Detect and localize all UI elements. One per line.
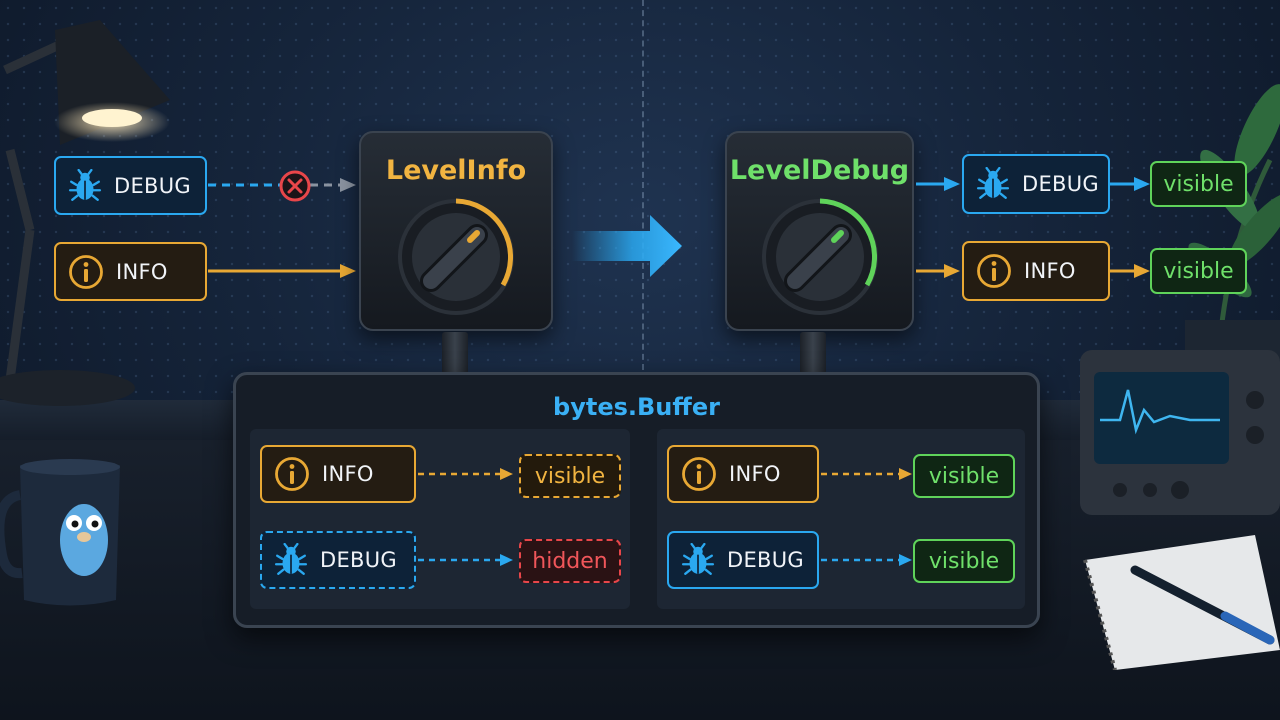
info-circle-icon — [976, 253, 1012, 289]
info-circle-icon — [681, 456, 717, 492]
desk-lamp-illustration — [0, 20, 170, 406]
buffer-right-info-connector — [821, 468, 912, 480]
bug-icon — [274, 543, 308, 577]
output-debug-label: DEBUG — [1022, 172, 1099, 196]
buffer-left-debug-chip: DEBUG — [260, 531, 416, 589]
big-right-arrow-icon — [572, 215, 682, 277]
bug-icon — [68, 169, 102, 203]
buffer-right-info-result: visible — [913, 454, 1015, 498]
leveldebug-title: LevelDebug — [729, 155, 910, 186]
buffer-right-info-label: INFO — [729, 462, 781, 486]
buffer-left-info-chip: INFO — [260, 445, 416, 503]
output-info-result: visible — [1150, 248, 1247, 294]
mug-illustration — [0, 459, 120, 606]
buffer-left-info-connector — [418, 468, 513, 480]
left-input-connectors — [208, 178, 356, 278]
background-pegboard — [0, 0, 1280, 440]
buffer-right-info-chip: INFO — [667, 445, 819, 503]
buffer-right-debug-label: DEBUG — [727, 548, 804, 572]
buffer-left-info-label: INFO — [322, 462, 374, 486]
input-info-label: INFO — [116, 259, 168, 284]
output-info-chip: INFO — [962, 241, 1110, 301]
buffer-left-debug-label: DEBUG — [320, 548, 397, 572]
x-circle-icon — [279, 170, 311, 202]
input-debug-label: DEBUG — [114, 173, 191, 198]
levelinfo-stem — [442, 332, 468, 374]
output-debug-result: visible — [1150, 161, 1247, 207]
levelinfo-knob[interactable] — [391, 195, 521, 320]
input-debug-chip: DEBUG — [54, 156, 207, 215]
output-info-label: INFO — [1024, 259, 1076, 283]
buffer-left-debug-connector — [418, 554, 513, 566]
bytes-buffer-title: bytes.Buffer — [553, 393, 720, 421]
buffer-right-debug-chip: DEBUG — [667, 531, 819, 589]
notebook-pen-illustration — [1083, 535, 1280, 670]
leveldebug-panel: LevelDebug — [725, 131, 914, 331]
bytes-buffer-panel: bytes.Buffer INFO visible DEBUG hidden — [233, 372, 1040, 628]
buffer-right-debug-connector — [821, 554, 912, 566]
buffer-left-debug-result: hidden — [519, 539, 621, 583]
buffer-right-debug-result: visible — [913, 539, 1015, 583]
buffer-left-info-result: visible — [519, 454, 621, 498]
buffer-left-section: INFO visible DEBUG hidden — [250, 429, 630, 609]
info-circle-icon — [68, 254, 104, 290]
buffer-right-section: INFO visible DEBUG visible — [657, 429, 1025, 609]
center-divider — [642, 0, 644, 370]
levelinfo-title: LevelInfo — [385, 155, 527, 186]
right-output-connectors — [916, 177, 1150, 278]
levelinfo-panel: LevelInfo — [359, 131, 553, 331]
leveldebug-knob[interactable] — [755, 195, 885, 320]
output-debug-chip: DEBUG — [962, 154, 1110, 214]
oscilloscope-illustration — [1080, 350, 1280, 515]
leveldebug-stem — [800, 332, 826, 374]
bug-icon — [976, 167, 1010, 201]
input-info-chip: INFO — [54, 242, 207, 301]
info-circle-icon — [274, 456, 310, 492]
bug-icon — [681, 543, 715, 577]
